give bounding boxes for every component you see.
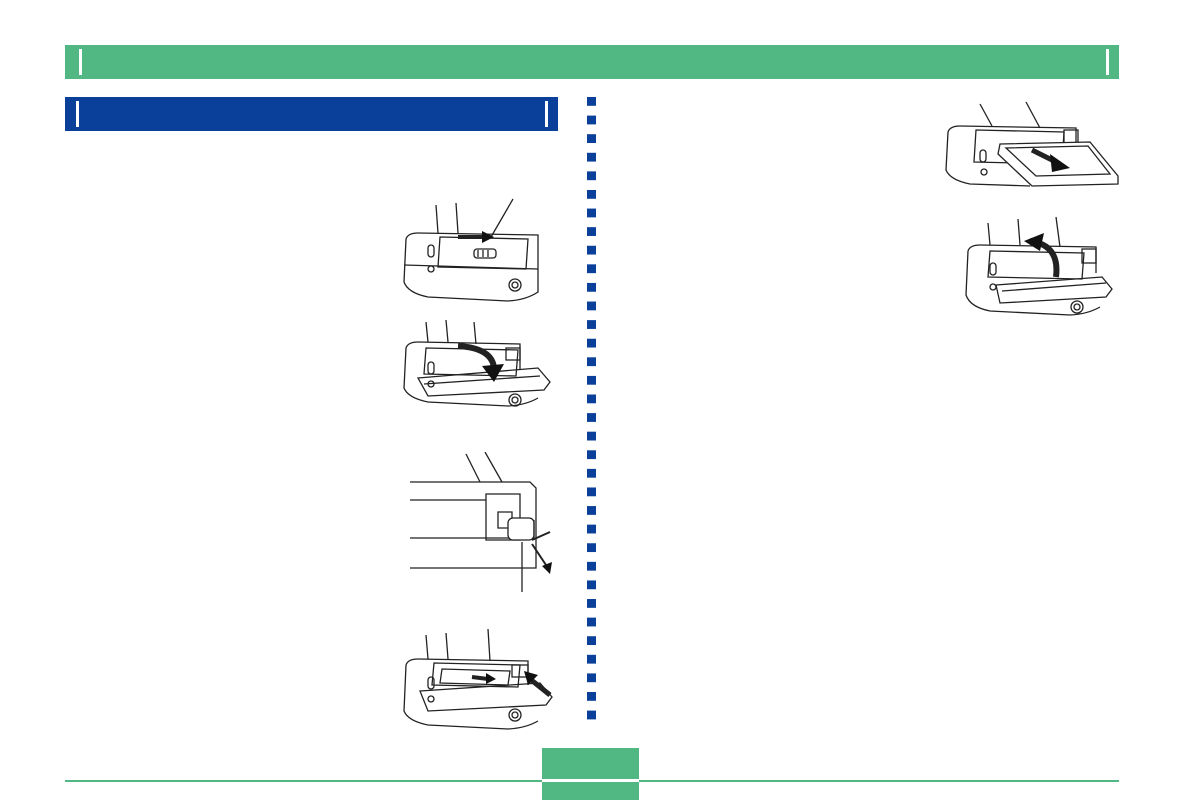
header-tick-left (79, 49, 82, 75)
page-number-tab (542, 748, 639, 800)
card-eject-illustration (398, 625, 558, 743)
eject-button-illustration (410, 452, 555, 594)
section-tick-left (76, 101, 79, 127)
page-tab-divider (542, 779, 639, 782)
section-tick-right (545, 101, 548, 127)
close-cover-illustration (960, 215, 1120, 327)
column-divider (586, 97, 597, 727)
header-tick-right (1106, 49, 1109, 75)
open-cover-illustration (398, 318, 558, 410)
chapter-header-bar (65, 45, 1119, 79)
section-header-bar (65, 97, 558, 131)
slide-release-illustration (398, 197, 558, 309)
remove-card-illustration (940, 100, 1120, 200)
